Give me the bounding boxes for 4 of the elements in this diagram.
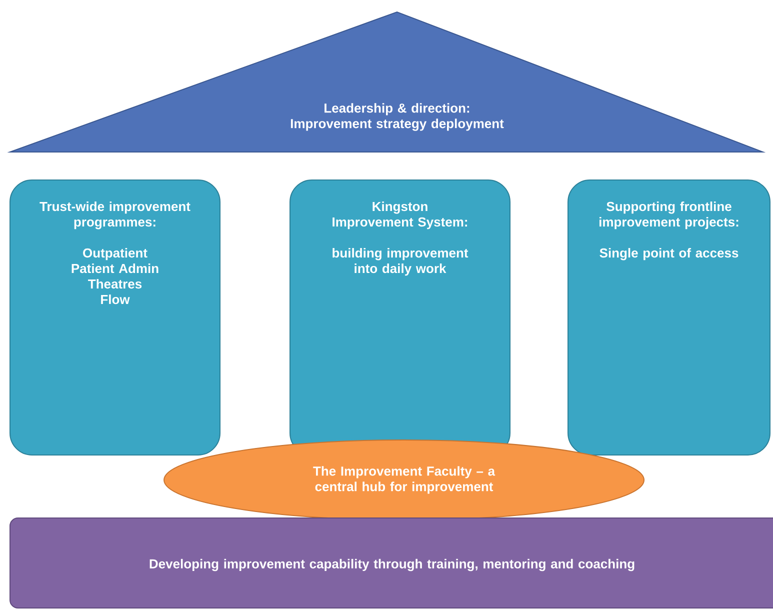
pillar-box: Trust-wide improvement programmes: Outpatient Patient Admin Theatres Flow [10, 180, 220, 456]
foundation-bar: Developing improvement capability through training, mentoring and coaching [10, 518, 773, 608]
pillar-box: Supporting frontline improvement projects: Single point of access [568, 180, 770, 456]
pillar-box: Kingston Improvement System: building improvement into daily work [290, 180, 510, 456]
